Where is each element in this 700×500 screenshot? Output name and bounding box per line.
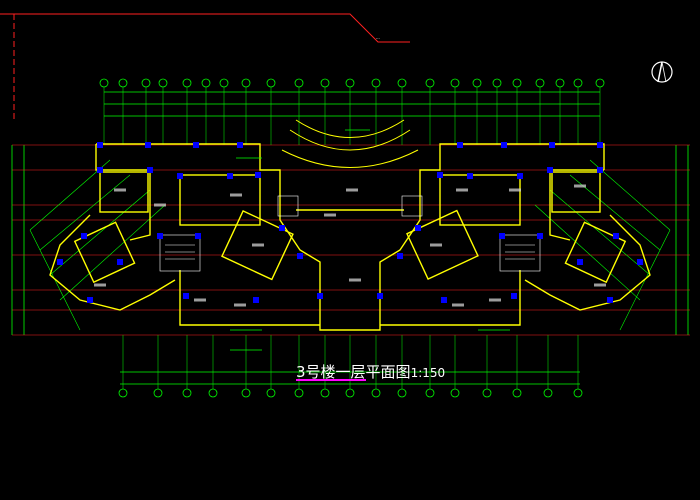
room-label-mark [346, 188, 358, 192]
horizontal-axis-lines [12, 144, 690, 336]
site-note-label: ··· [376, 36, 380, 41]
drawing-title: 3号楼一层平面图1:150 [296, 361, 445, 382]
room-label-mark [489, 298, 501, 302]
column [279, 225, 285, 231]
column [97, 167, 103, 173]
room-labels [94, 184, 606, 307]
column [147, 167, 153, 173]
drawing-title-main: 一层平面图 [335, 363, 411, 381]
structural-columns [57, 142, 643, 303]
column [597, 142, 603, 148]
site-boundary [0, 13, 410, 120]
column [57, 259, 63, 265]
column [637, 259, 643, 265]
column [467, 173, 473, 179]
stair-cores [159, 195, 541, 272]
drawing-title-building: 3号楼 [296, 363, 336, 381]
column [501, 142, 507, 148]
room-label-mark [452, 303, 464, 307]
column [415, 225, 421, 231]
room-label-mark [509, 188, 521, 192]
room-label-mark [114, 188, 126, 192]
column [377, 293, 383, 299]
column [237, 142, 243, 148]
drawing-title-underline [296, 379, 366, 381]
north-arrow-icon [651, 61, 673, 83]
room-label-mark [194, 298, 206, 302]
column [317, 293, 323, 299]
column [441, 297, 447, 303]
column [255, 172, 261, 178]
building-walls [49, 143, 651, 331]
column [517, 173, 523, 179]
side-dimension-chains [11, 145, 689, 335]
column [195, 233, 201, 239]
column [613, 233, 619, 239]
elevation-markers [230, 129, 510, 351]
column [253, 297, 259, 303]
column [193, 142, 199, 148]
column [81, 233, 87, 239]
room-label-mark [154, 203, 166, 207]
room-label-mark [324, 213, 336, 217]
column [177, 173, 183, 179]
column [397, 253, 403, 259]
room-label-mark [574, 184, 586, 188]
column [549, 142, 555, 148]
column [227, 173, 233, 179]
column [157, 233, 163, 239]
room-label-mark [456, 188, 468, 192]
room-label-mark [349, 278, 361, 282]
column [437, 172, 443, 178]
column [577, 259, 583, 265]
column [499, 233, 505, 239]
column [87, 297, 93, 303]
column [597, 167, 603, 173]
room-label-mark [230, 193, 242, 197]
room-label-mark [252, 243, 264, 247]
column [511, 293, 517, 299]
room-label-mark [594, 283, 606, 287]
column [537, 233, 543, 239]
room-label-mark [234, 303, 246, 307]
column [117, 259, 123, 265]
column [607, 297, 613, 303]
column [97, 142, 103, 148]
column [145, 142, 151, 148]
entrance-canopy [281, 119, 419, 168]
room-label-mark [430, 243, 442, 247]
drawing-title-scale: 1:150 [410, 366, 446, 380]
column [183, 293, 189, 299]
top-dimension-chain [104, 91, 600, 117]
room-label-mark [94, 283, 106, 287]
column [547, 167, 553, 173]
column [297, 253, 303, 259]
column [457, 142, 463, 148]
